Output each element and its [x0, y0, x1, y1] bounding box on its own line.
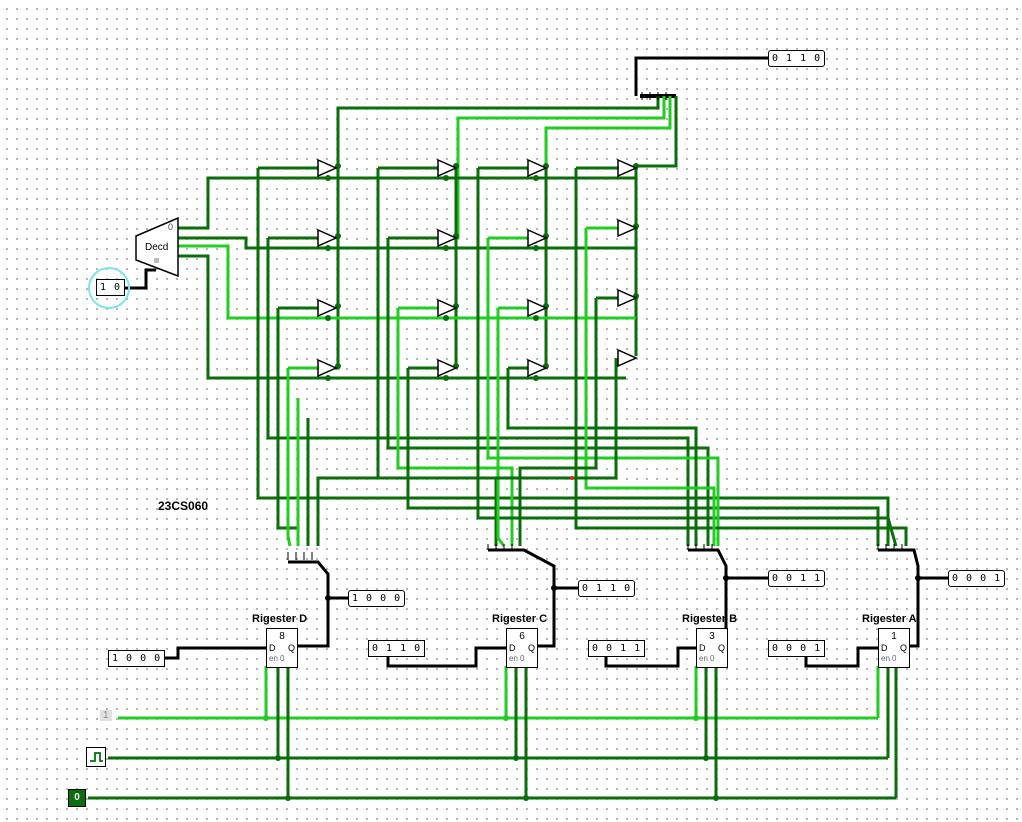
buffer-r2c3-icon — [617, 288, 638, 308]
register-c-q-pin: Q — [527, 643, 535, 653]
register-b-q-pin: Q — [717, 643, 725, 653]
register-a-value: 1 — [891, 631, 897, 642]
register-b[interactable]: 3 D Q en 0 — [696, 628, 728, 668]
register-c[interactable]: 6 D Q en 0 — [506, 628, 538, 668]
register-a-zero-pin: 0 — [892, 654, 897, 663]
decoder-out3 — [178, 254, 626, 380]
selection-halo — [88, 267, 130, 309]
register-a-probe[interactable]: 0 0 0 1 — [948, 570, 1006, 587]
register-b-title: Rigester B — [682, 613, 738, 625]
buffer-r0c3-icon — [617, 158, 638, 178]
register-a-q-pin: Q — [899, 643, 907, 653]
clock-input[interactable] — [86, 747, 106, 767]
buffer-r0c0-icon — [317, 158, 338, 178]
buffer-r3c3-icon — [617, 348, 638, 368]
register-d-value: 8 — [279, 631, 285, 642]
register-b-value: 3 — [709, 631, 715, 642]
register-d-zero-pin: 0 — [280, 654, 285, 663]
buffer-r2c1-icon — [437, 298, 458, 318]
register-c-probe[interactable]: 0 1 1 0 — [578, 580, 636, 597]
decoder-out1 — [178, 236, 636, 250]
register-d-probe[interactable]: 1 0 0 0 — [348, 590, 406, 607]
register-c-title: Rigester C — [492, 613, 548, 625]
register-d-title: Rigester D — [252, 613, 308, 625]
register-d-input[interactable]: 1 0 0 0 — [108, 650, 166, 667]
buffer-r0c1-icon — [437, 158, 458, 178]
buffer-r3c1-icon — [437, 358, 458, 378]
buffer-r2c0-icon — [317, 298, 338, 318]
register-d-d-pin: D — [269, 643, 276, 653]
register-a-en-pin: en — [881, 654, 890, 663]
tristate-buffers — [317, 158, 638, 378]
register-c-en-pin: en — [509, 654, 518, 663]
decoder-pin0-label: 0 — [168, 222, 174, 232]
register-d-en-pin: en — [269, 654, 278, 663]
circuit-label: 23CS060 — [158, 499, 209, 513]
decoder-shape — [135, 216, 179, 278]
buffer-r1c3-icon — [617, 218, 638, 238]
register-b-input[interactable]: 0 0 1 1 — [588, 640, 646, 657]
decoder-out0 — [178, 176, 636, 230]
clock-wave-icon — [90, 752, 103, 762]
buffer-r1c1-icon — [437, 228, 458, 248]
buffer-r0c2-icon — [527, 158, 548, 178]
register-b-probe[interactable]: 0 0 1 1 — [768, 570, 826, 587]
register-c-input[interactable]: 0 1 1 0 — [368, 640, 426, 657]
register-b-d-pin: D — [699, 643, 706, 653]
register-b-en-pin: en — [699, 654, 708, 663]
decoder-out2 — [178, 244, 636, 320]
register-a-d-pin: D — [881, 643, 888, 653]
buffer-r2c2-icon — [527, 298, 548, 318]
register-b-zero-pin: 0 — [710, 654, 715, 663]
register-a-title: Rigester A — [862, 613, 917, 625]
select-input-pin[interactable]: 1 0 — [96, 279, 126, 296]
decoder-label: Decd — [145, 242, 169, 253]
enable-constant[interactable]: 1 — [100, 710, 112, 721]
register-c-zero-pin: 0 — [520, 654, 525, 663]
output-bus-wire — [634, 56, 768, 96]
buffer-r1c0-icon — [317, 228, 338, 248]
buffer-r1c2-icon — [527, 228, 548, 248]
register-c-d-pin: D — [509, 643, 516, 653]
bus-output-probe[interactable]: 0 1 1 0 — [768, 50, 826, 67]
buffer-r3c2-icon — [527, 358, 548, 378]
register-a-input[interactable]: 0 0 0 1 — [768, 640, 826, 657]
select-wire — [118, 268, 156, 290]
reset-input-pin[interactable]: 0 — [68, 789, 86, 807]
register-d[interactable]: 8 D Q en 0 — [266, 628, 298, 668]
register-d-q-pin: Q — [287, 643, 295, 653]
register-a[interactable]: 1 D Q en 0 — [878, 628, 910, 668]
register-c-value: 6 — [519, 631, 525, 642]
buffer-r3c0-icon — [317, 358, 338, 378]
